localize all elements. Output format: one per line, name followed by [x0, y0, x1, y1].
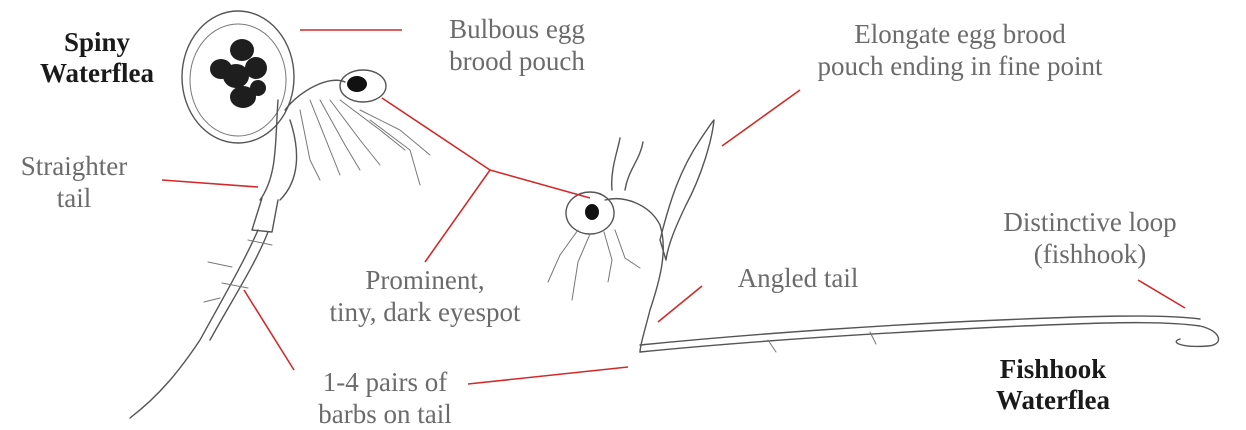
spiny-title-line-1: Spiny: [22, 27, 172, 58]
label-elongate-pouch: Elongate egg brood pouch ending in fine …: [760, 18, 1160, 82]
label-angled-tail: Angled tail: [708, 262, 888, 294]
leader-distinctive: [1138, 280, 1185, 308]
leader-barbs-upper: [244, 290, 294, 370]
leader-barbs-lower: [468, 367, 628, 384]
fishhook-brood-pouch: [660, 120, 714, 260]
spiny-title-line-2: Waterflea: [22, 58, 172, 89]
leader-straighter: [162, 180, 258, 187]
spiny-legs: [300, 100, 430, 185]
prominent-line-2: tiny, dark eyespot: [290, 296, 560, 328]
elongate-line-2: pouch ending in fine point: [760, 50, 1160, 82]
fishhook-title-line-2: Waterflea: [968, 385, 1138, 416]
fishhook-waterflea-title: Fishhook Waterflea: [968, 354, 1138, 416]
angled-line-1: Angled tail: [708, 262, 888, 294]
spiny-waterflea-title: Spiny Waterflea: [22, 27, 172, 89]
straighter-line-1: Straighter: [0, 150, 148, 182]
barbs-line-2: barbs on tail: [290, 398, 480, 430]
distinctive-line-2: (fishhook): [960, 238, 1220, 270]
barbs-line-1: 1-4 pairs of: [290, 366, 480, 398]
bulbous-line-2: brood pouch: [412, 45, 622, 77]
leader-eyespot-branch: [382, 98, 490, 170]
label-straighter-tail: Straighter tail: [0, 150, 148, 214]
straighter-line-2: tail: [0, 182, 148, 214]
bulbous-line-1: Bulbous egg: [412, 13, 622, 45]
spiny-body: [252, 80, 345, 232]
label-prominent-eyespot: Prominent, tiny, dark eyespot: [290, 264, 560, 328]
fishhook-legs: [548, 230, 640, 300]
fishhook-title-line-1: Fishhook: [968, 354, 1138, 385]
prominent-line-1: Prominent,: [290, 264, 560, 296]
spiny-eggs: [210, 39, 267, 108]
fishhook-head-body: [605, 199, 663, 352]
label-bulbous-pouch: Bulbous egg brood pouch: [412, 13, 622, 77]
spiny-waterflea-drawing: [130, 11, 430, 418]
leader-angled: [658, 286, 702, 322]
label-distinctive-loop: Distinctive loop (fishhook): [960, 206, 1220, 270]
fishhook-tail: [640, 316, 1218, 352]
label-barbs: 1-4 pairs of barbs on tail: [290, 366, 480, 430]
elongate-line-1: Elongate egg brood: [760, 18, 1160, 50]
distinctive-line-1: Distinctive loop: [960, 206, 1220, 238]
spiny-eyespot: [347, 76, 367, 92]
spiny-tail: [130, 230, 268, 418]
fishhook-antennae: [612, 138, 643, 190]
leader-elongate: [722, 90, 800, 146]
fishhook-eyespot: [585, 204, 599, 220]
